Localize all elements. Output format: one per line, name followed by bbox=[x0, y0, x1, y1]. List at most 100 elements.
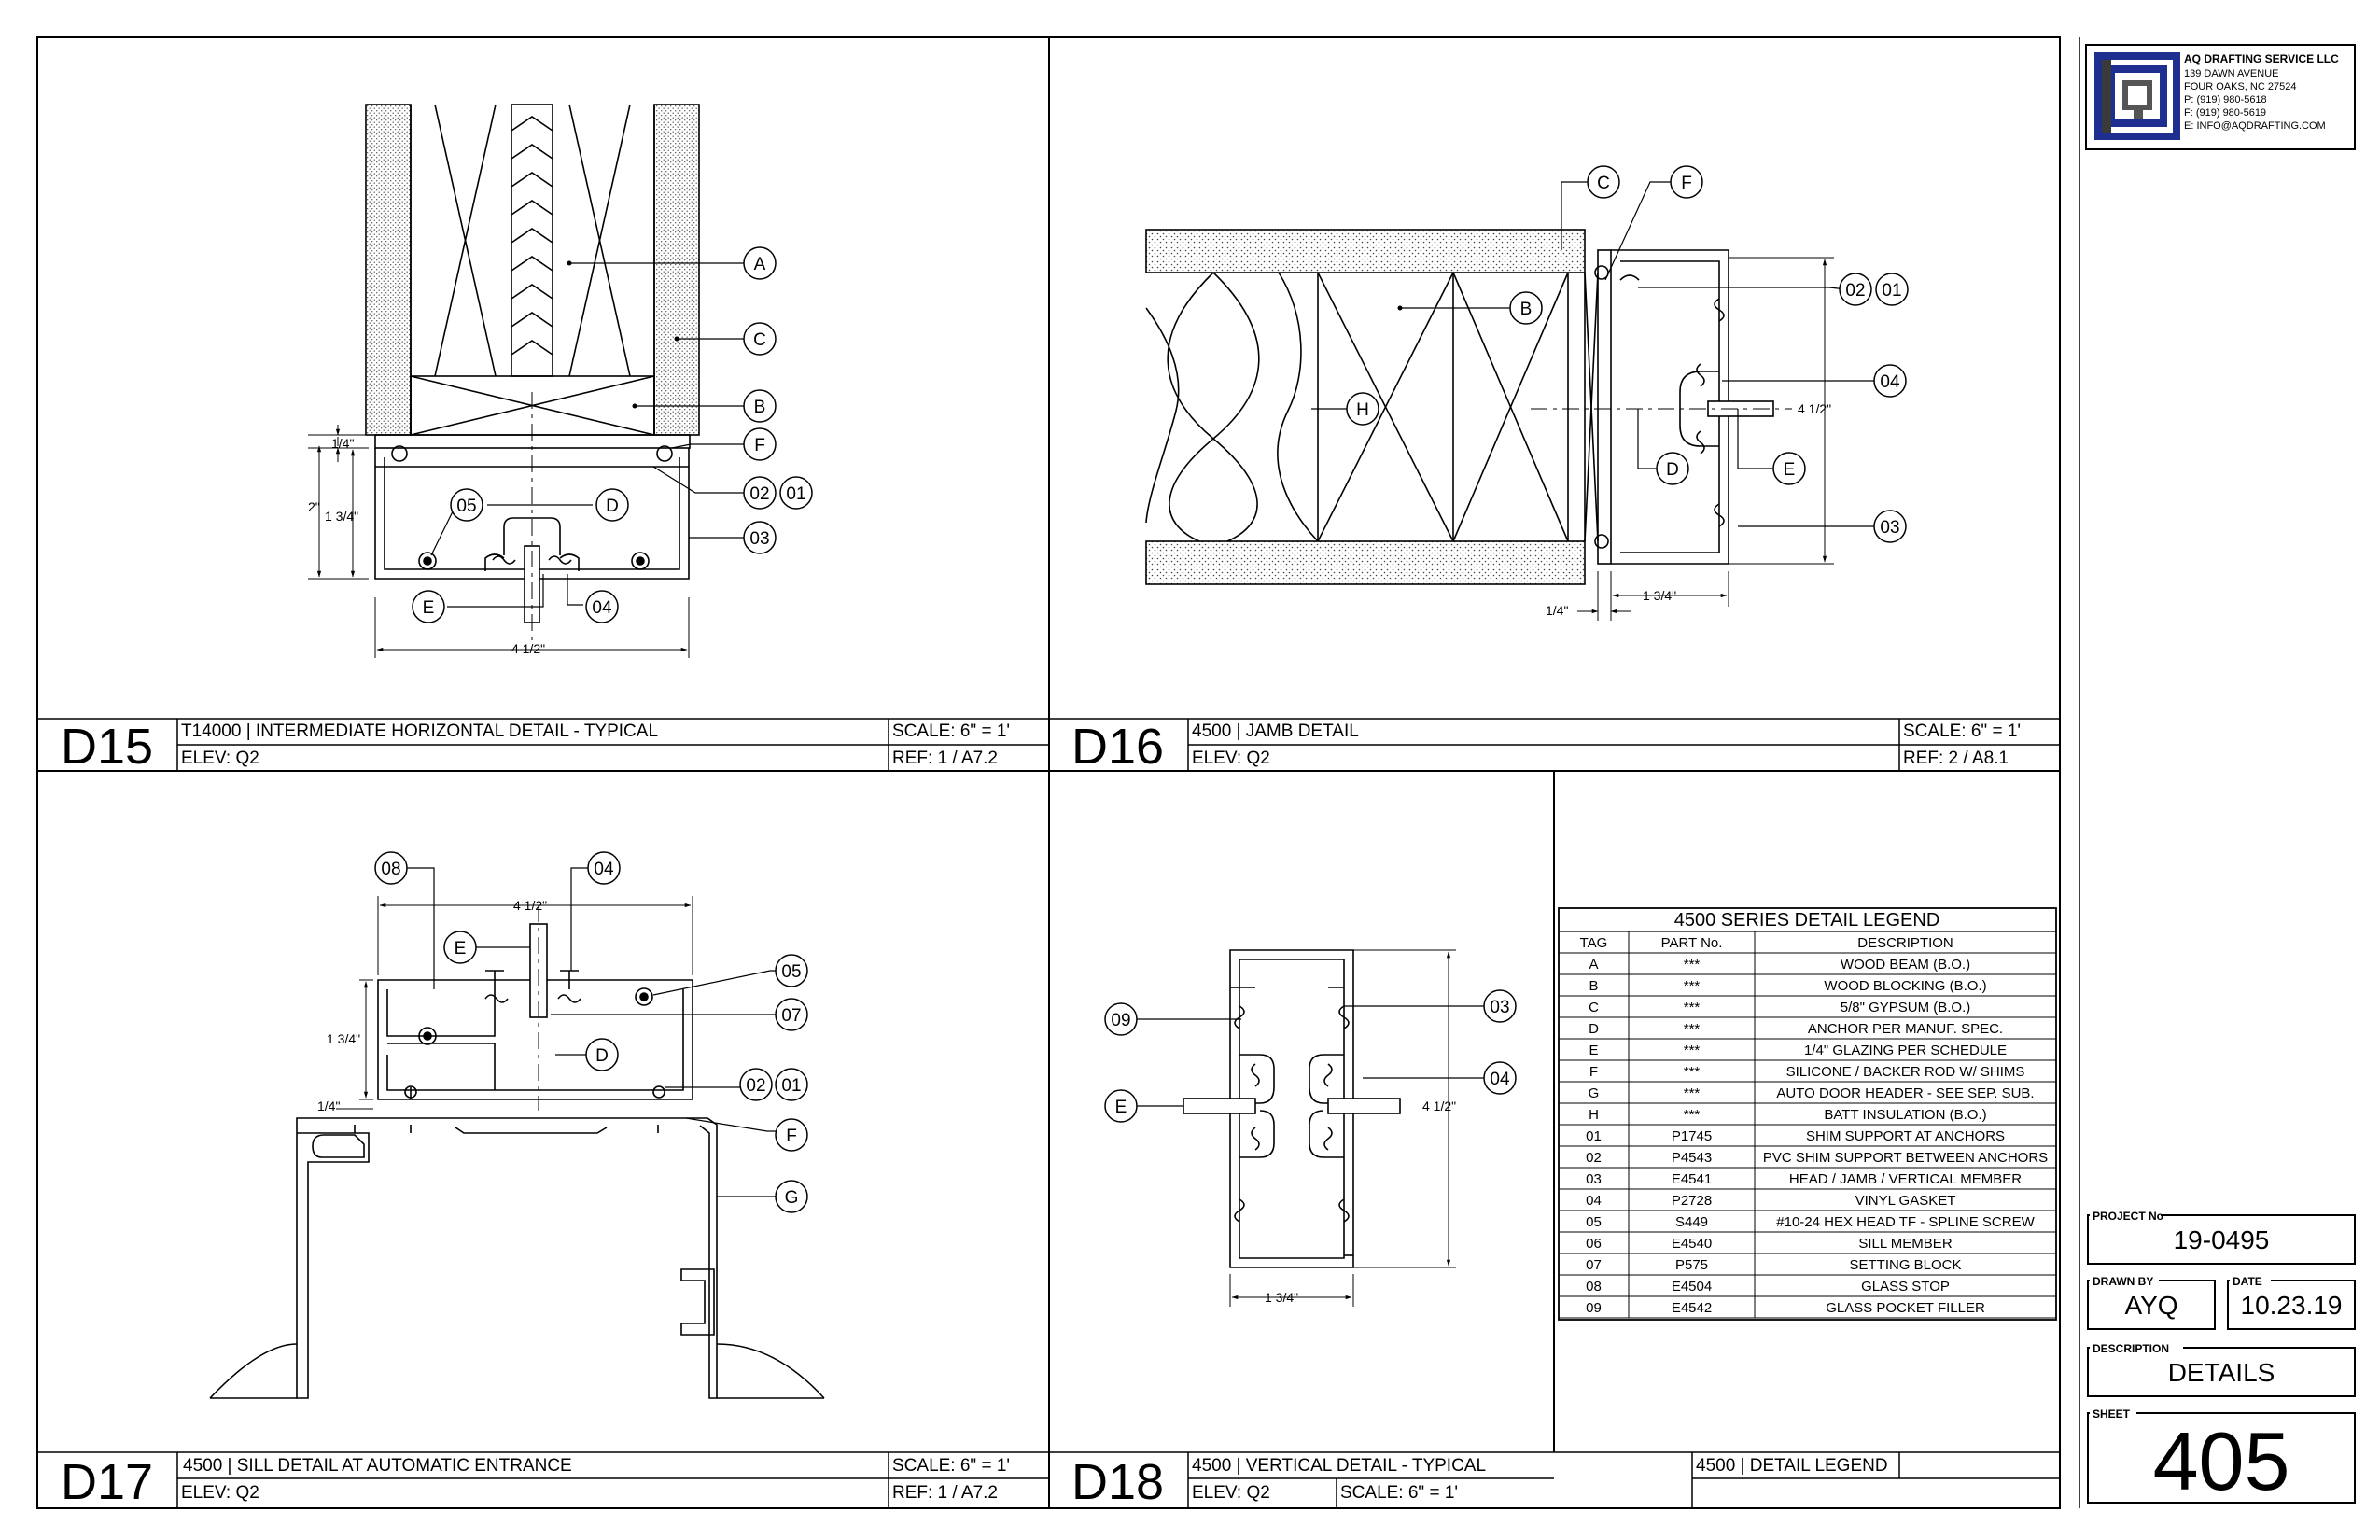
legend-description: HEAD / JAMB / VERTICAL MEMBER bbox=[1789, 1171, 2022, 1187]
legend-description: AUTO DOOR HEADER - SEE SEP. SUB. bbox=[1776, 1085, 2034, 1101]
legend-row: G *** AUTO DOOR HEADER - SEE SEP. SUB. bbox=[1559, 1085, 2056, 1104]
legend-header-cell: PART No. bbox=[1661, 935, 1723, 951]
dim-quarter: 1/4" bbox=[317, 1099, 340, 1113]
detail-d18-drawing bbox=[1183, 949, 1456, 1307]
legend-tag: 05 bbox=[1586, 1214, 1602, 1230]
tag-c: C bbox=[1597, 174, 1610, 193]
title-strip-d17: D17 4500 | SILL DETAIL AT AUTOMATIC ENTR… bbox=[37, 1451, 1049, 1510]
company-address1: 139 DAWN AVENUE bbox=[2184, 68, 2278, 79]
tag-g: G bbox=[785, 1188, 799, 1208]
company-fax: F: (919) 980-5619 bbox=[2184, 107, 2266, 119]
legend-row: D***ANCHOR PER MANUF. SPEC. bbox=[1559, 1021, 2056, 1040]
date-label: DATE bbox=[2233, 1275, 2262, 1288]
legend-description: WOOD BEAM (B.O.) bbox=[1841, 957, 1970, 973]
detail-title: 4500 | JAMB DETAIL bbox=[1192, 721, 1359, 741]
dim-one-three-quarter: 1 3/4" bbox=[325, 509, 358, 524]
detail-id: D15 bbox=[61, 719, 153, 775]
tag-04: 04 bbox=[1490, 1070, 1510, 1089]
legend-part-no: *** bbox=[1684, 1064, 1701, 1080]
legend-row: H***BATT INSULATION (B.O.) bbox=[1559, 1107, 2056, 1126]
legend-row: B***WOOD BLOCKING (B.O.) bbox=[1559, 978, 2056, 997]
legend-tag: 02 bbox=[1586, 1150, 1602, 1166]
tag-01: 01 bbox=[1882, 281, 1901, 301]
legend-header-cell: TAG bbox=[1580, 935, 1608, 951]
legend-description: WOOD BLOCKING (B.O.) bbox=[1824, 978, 1986, 994]
legend-tag: 06 bbox=[1586, 1236, 1602, 1252]
tag-09: 09 bbox=[1111, 1011, 1130, 1030]
legend-part-no: *** bbox=[1684, 1043, 1701, 1058]
tag-d: D bbox=[595, 1046, 609, 1066]
company-phone: P: (919) 980-5618 bbox=[2184, 94, 2267, 105]
detail-title: T14000 | INTERMEDIATE HORIZONTAL DETAIL … bbox=[181, 721, 658, 741]
dim-four-half: 4 1/2" bbox=[1422, 1099, 1456, 1113]
tag-04: 04 bbox=[592, 598, 612, 618]
tag-d: D bbox=[606, 497, 619, 516]
legend-tag: C bbox=[1589, 1000, 1599, 1015]
legend-part-no: *** bbox=[1684, 1021, 1701, 1037]
legend-tag: E bbox=[1589, 1043, 1598, 1058]
project-number-box: PROJECT No 19-0495 bbox=[2087, 1208, 2356, 1265]
legend-tag: 09 bbox=[1586, 1300, 1602, 1316]
legend-row: E***1/4" GLAZING PER SCHEDULE bbox=[1559, 1043, 2056, 1061]
detail-scale: SCALE: 6" = 1' bbox=[892, 721, 1010, 741]
tag-f: F bbox=[786, 1127, 797, 1146]
legend-tag: F bbox=[1589, 1064, 1598, 1080]
detail-d15-drawing bbox=[308, 104, 700, 658]
legend-part-no: E4542 bbox=[1672, 1300, 1712, 1316]
legend-row: F *** SILICONE / BACKER ROD W/ SHIMS bbox=[1559, 1064, 2056, 1083]
legend-header-cell: DESCRIPTION bbox=[1857, 935, 1953, 951]
title-strip-d16: D16 4500 | JAMB DETAIL ELEV: Q2 SCALE: 6… bbox=[1049, 718, 2060, 775]
tag-02: 02 bbox=[746, 1076, 765, 1096]
detail-elev: ELEV: Q2 bbox=[1192, 1483, 1270, 1503]
legend-part-no: *** bbox=[1684, 1085, 1701, 1101]
detail-id: D18 bbox=[1071, 1454, 1164, 1510]
tag-e: E bbox=[1784, 460, 1796, 480]
company-block: AQ DRAFTING SERVICE LLC 139 DAWN AVENUE … bbox=[2085, 44, 2356, 150]
detail-title: 4500 | SILL DETAIL AT AUTOMATIC ENTRANCE bbox=[183, 1456, 572, 1476]
legend-tag: G bbox=[1589, 1085, 1600, 1101]
legend-description: GLASS STOP bbox=[1861, 1279, 1950, 1295]
tag-e: E bbox=[423, 598, 435, 618]
legend-part-no: E4540 bbox=[1672, 1236, 1712, 1252]
tag-b: B bbox=[1520, 300, 1533, 319]
legend-part-no: P1745 bbox=[1672, 1128, 1712, 1144]
legend-title: 4500 SERIES DETAIL LEGEND bbox=[1674, 910, 1940, 931]
tag-h: H bbox=[1356, 400, 1369, 420]
tag-05: 05 bbox=[781, 962, 801, 982]
detail-title: 4500 | VERTICAL DETAIL - TYPICAL bbox=[1192, 1456, 1486, 1476]
date-box: DATE 10.23.19 bbox=[2227, 1273, 2356, 1330]
tag-f: F bbox=[1681, 174, 1692, 193]
description-label: DESCRIPTION bbox=[2093, 1342, 2169, 1355]
d15-callouts: A C B F 02 01 03 D 05 E 04 bbox=[412, 246, 813, 623]
legend-title-block: 4500 | DETAIL LEGEND bbox=[1696, 1456, 1888, 1476]
detail-scale: SCALE: 6" = 1' bbox=[1340, 1483, 1458, 1503]
detail-scale: SCALE: 6" = 1' bbox=[1903, 721, 2021, 741]
tag-08: 08 bbox=[381, 860, 400, 879]
sheet-frame bbox=[36, 36, 2061, 1509]
legend-tag: 07 bbox=[1586, 1257, 1602, 1273]
legend-description: GLASS POCKET FILLER bbox=[1826, 1300, 1985, 1316]
date-value: 10.23.19 bbox=[2241, 1291, 2343, 1320]
drawn-by-value: AYQ bbox=[2124, 1291, 2177, 1320]
legend-tag: H bbox=[1589, 1107, 1599, 1123]
d17-dimensions-text: 4 1/2" 1 3/4" 1/4" bbox=[317, 898, 547, 1113]
legend-description: SILICONE / BACKER ROD W/ SHIMS bbox=[1786, 1064, 2025, 1080]
legend-part-no: *** bbox=[1684, 1107, 1701, 1123]
company-logo-icon bbox=[2094, 52, 2180, 140]
dim-four-half: 4 1/2" bbox=[511, 641, 545, 656]
d17-callouts: 08 04 E 05 07 D 02 01 F G bbox=[374, 851, 808, 1213]
tag-e: E bbox=[455, 939, 467, 959]
sheet-number: 405 bbox=[2153, 1415, 2290, 1507]
project-number: 19-0495 bbox=[2174, 1225, 2270, 1254]
detail-ref: REF: 1 / A7.2 bbox=[892, 1483, 998, 1503]
tag-a: A bbox=[754, 255, 766, 274]
dim-four-half: 4 1/2" bbox=[513, 898, 547, 913]
legend-tag: B bbox=[1589, 978, 1598, 994]
tag-01: 01 bbox=[786, 484, 805, 504]
legend-description: SETTING BLOCK bbox=[1849, 1257, 1961, 1273]
